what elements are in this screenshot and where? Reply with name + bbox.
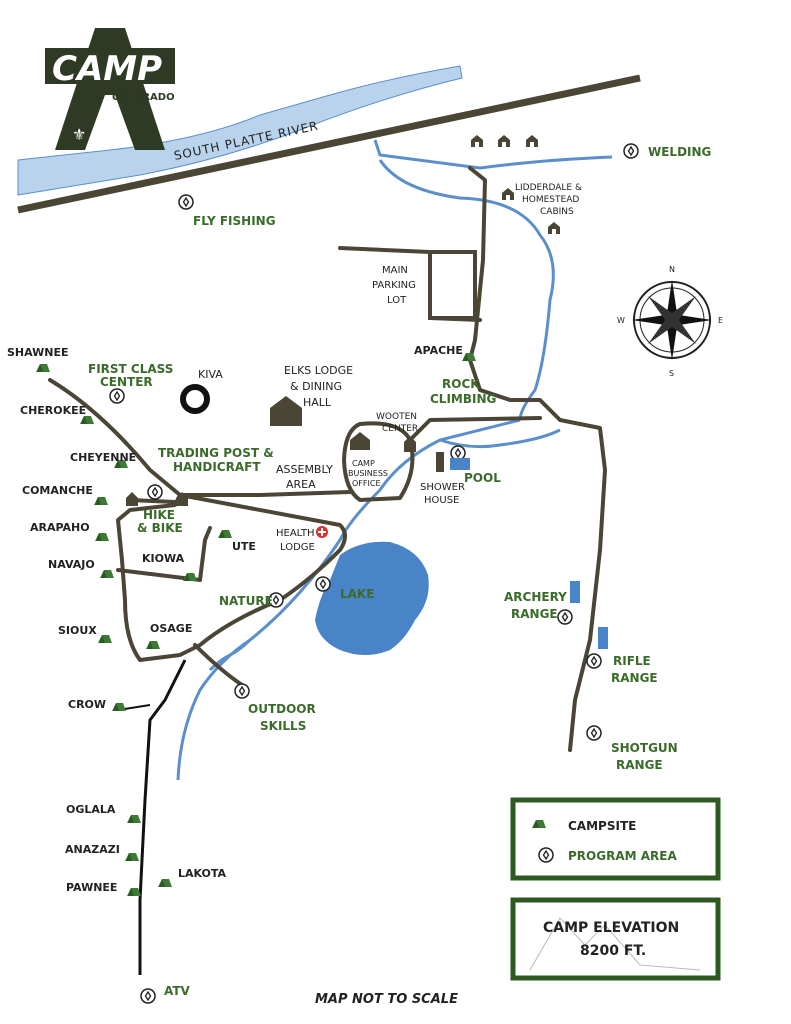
svg-text:BUSINESS: BUSINESS — [348, 469, 388, 478]
svg-text:RANGE: RANGE — [511, 607, 558, 621]
legend-program-area: PROGRAM AREA — [568, 849, 677, 863]
svg-text:HOMESTEAD: HOMESTEAD — [522, 195, 579, 205]
svg-text:LAKE: LAKE — [340, 587, 374, 601]
svg-text:SKILLS: SKILLS — [260, 719, 306, 733]
svg-text:ELKS LODGE: ELKS LODGE — [284, 364, 353, 377]
svg-text:PARKING: PARKING — [372, 280, 416, 291]
atv-trail — [138, 659, 187, 975]
svg-text:LAKOTA: LAKOTA — [178, 867, 227, 880]
svg-text:WOOTEN: WOOTEN — [376, 412, 417, 422]
highway — [17, 74, 641, 214]
compass-rose: N S E W — [617, 265, 723, 378]
svg-text:KIOWA: KIOWA — [142, 552, 185, 565]
svg-text:NAVAJO: NAVAJO — [48, 558, 95, 571]
kiva-icon — [180, 384, 210, 414]
fly-fishing-label: FLY FISHING — [193, 214, 276, 228]
svg-text:OFFICE: OFFICE — [352, 479, 381, 488]
svg-text:CABINS: CABINS — [540, 207, 574, 217]
svg-text:SHAWNEE: SHAWNEE — [7, 346, 69, 359]
svg-text:AREA: AREA — [286, 478, 316, 491]
svg-text:MAIN: MAIN — [382, 265, 408, 276]
svg-text:ARCHERY: ARCHERY — [504, 590, 567, 604]
svg-text:SHOTGUN: SHOTGUN — [611, 741, 678, 755]
legend-box: CAMPSITE PROGRAM AREA — [510, 797, 721, 881]
map-not-to-scale: MAP NOT TO SCALE — [315, 992, 458, 1007]
svg-text:CHEROKEE: CHEROKEE — [20, 404, 86, 417]
svg-text:CHEYENNE: CHEYENNE — [70, 451, 136, 464]
svg-text:CENTER: CENTER — [382, 424, 418, 434]
svg-text:8200 FT.: 8200 FT. — [580, 943, 646, 959]
svg-text:CROW: CROW — [68, 698, 106, 711]
svg-text:E: E — [718, 316, 723, 325]
shower-house-icon — [436, 452, 444, 472]
svg-text:LIDDERDALE &: LIDDERDALE & — [515, 183, 582, 193]
svg-text:HALL: HALL — [303, 396, 332, 409]
svg-text:CENTER: CENTER — [100, 375, 153, 389]
hike-bike-icon — [126, 492, 188, 506]
svg-text:CAMP: CAMP — [52, 49, 162, 89]
svg-text:KIVA: KIVA — [198, 368, 223, 381]
svg-text:N: N — [669, 265, 675, 274]
svg-text:HOUSE: HOUSE — [424, 495, 459, 506]
svg-text:W: W — [617, 316, 625, 325]
svg-text:LOT: LOT — [387, 295, 407, 306]
svg-text:HANDICRAFT: HANDICRAFT — [173, 460, 261, 474]
elks-lodge-icon — [270, 396, 302, 426]
svg-text:OUTDOOR: OUTDOOR — [248, 702, 316, 716]
svg-text:SHOWER: SHOWER — [420, 482, 465, 493]
archery-range-icon — [570, 581, 580, 603]
camp-colorado-logo: CAMP COLORADO ⚜ — [45, 28, 175, 150]
svg-text:CLIMBING: CLIMBING — [430, 392, 496, 406]
svg-text:RANGE: RANGE — [611, 671, 658, 685]
lake — [315, 541, 429, 655]
svg-text:HIKE: HIKE — [143, 508, 175, 522]
main-parking-lot — [428, 250, 477, 320]
svg-text:CAMP ELEVATION: CAMP ELEVATION — [543, 920, 679, 936]
svg-text:UTE: UTE — [232, 540, 256, 553]
rifle-range-icon — [598, 627, 608, 649]
legend-campsite: CAMPSITE — [568, 819, 636, 833]
svg-text:& DINING: & DINING — [290, 380, 342, 393]
svg-text:CAMP: CAMP — [352, 459, 375, 468]
south-platte-river — [17, 65, 463, 196]
svg-text:ATV: ATV — [164, 984, 191, 998]
svg-text:RANGE: RANGE — [616, 758, 663, 772]
svg-text:RIFLE: RIFLE — [613, 654, 651, 668]
svg-text:OGLALA: OGLALA — [66, 803, 116, 816]
svg-text:SIOUX: SIOUX — [58, 624, 97, 637]
svg-text:OSAGE: OSAGE — [150, 622, 192, 635]
svg-text:HEALTH: HEALTH — [276, 528, 315, 539]
svg-text:ARAPAHO: ARAPAHO — [30, 521, 90, 534]
business-office-icon — [350, 432, 370, 450]
svg-text:PAWNEE: PAWNEE — [66, 881, 117, 894]
wooten-center-icon — [404, 436, 416, 452]
svg-text:NATURE: NATURE — [219, 594, 273, 608]
svg-text:COLORADO: COLORADO — [112, 92, 175, 103]
svg-text:FIRST CLASS: FIRST CLASS — [88, 362, 173, 376]
svg-text:POOL: POOL — [464, 471, 501, 485]
svg-text:COMANCHE: COMANCHE — [22, 484, 93, 497]
svg-text:⚜: ⚜ — [72, 125, 86, 144]
svg-text:APACHE: APACHE — [414, 344, 463, 357]
svg-text:& BIKE: & BIKE — [137, 521, 183, 535]
svg-text:S: S — [669, 369, 674, 378]
welding-label: WELDING — [648, 145, 711, 159]
svg-text:ROCK: ROCK — [442, 377, 480, 391]
svg-text:TRADING POST &: TRADING POST & — [158, 446, 274, 460]
svg-text:ANAZAZI: ANAZAZI — [65, 843, 120, 856]
svg-text:ASSEMBLY: ASSEMBLY — [276, 463, 333, 476]
svg-text:LODGE: LODGE — [280, 542, 315, 553]
elevation-box: CAMP ELEVATION 8200 FT. — [510, 897, 721, 981]
pool-icon — [450, 458, 470, 470]
